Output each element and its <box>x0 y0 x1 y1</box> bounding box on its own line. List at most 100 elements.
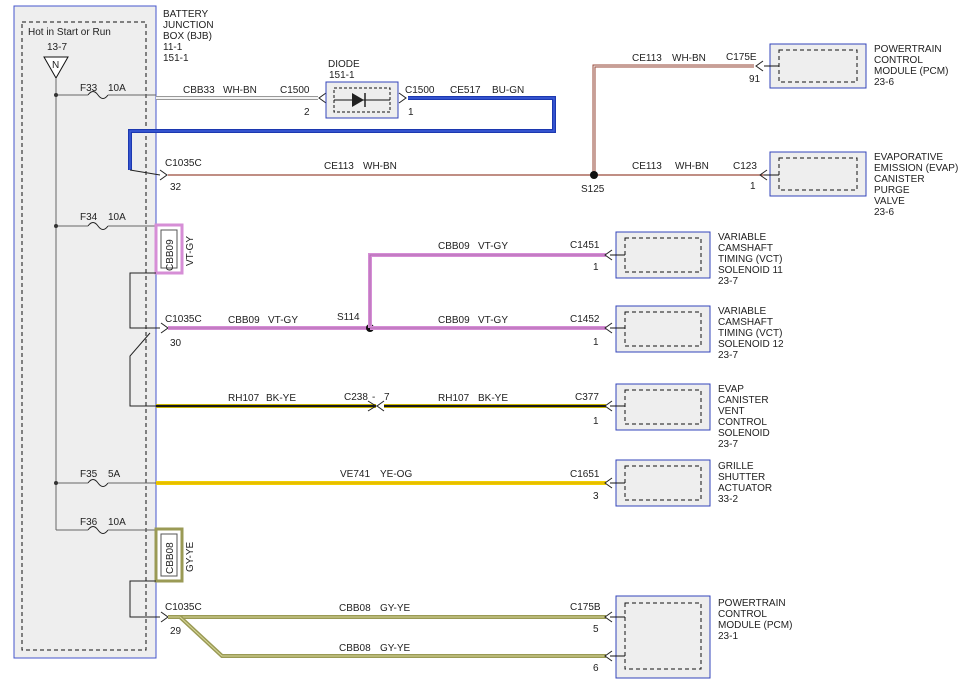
c1451-label: C1451 <box>570 240 600 251</box>
fuse-f33: F33 10A <box>80 83 156 99</box>
svg-text:F36: F36 <box>80 517 98 528</box>
c175e-pin: 91 <box>749 74 761 85</box>
connector-c1500-left-icon <box>318 92 327 104</box>
c1651-pin: 3 <box>593 491 599 502</box>
svg-text:EVAP: EVAP <box>718 384 744 395</box>
connector-c238-icon <box>367 400 385 412</box>
connector-c175b-pin6-icon <box>604 650 613 662</box>
svg-text:MODULE (PCM): MODULE (PCM) <box>718 620 792 631</box>
c175b-pin6: 6 <box>593 663 599 674</box>
c377-pin: 1 <box>593 416 599 427</box>
svg-text:10A: 10A <box>108 83 126 94</box>
fuse-f35: F35 5A <box>80 469 156 487</box>
svg-text:VARIABLE: VARIABLE <box>718 232 766 243</box>
svg-text:23-7: 23-7 <box>718 439 738 450</box>
fuse-f36: F36 10A <box>80 517 156 534</box>
wire-ce113-main: CE113 WH-BN <box>168 161 764 176</box>
wire-ce517: CE517 BU-GN <box>128 85 556 170</box>
svg-text:RH107: RH107 <box>438 393 470 404</box>
svg-text:TIMING (VCT): TIMING (VCT) <box>718 328 782 339</box>
svg-text:33-2: 33-2 <box>718 494 738 505</box>
svg-text:CE113: CE113 <box>632 53 662 64</box>
svg-text:VENT: VENT <box>718 406 745 417</box>
svg-text:CONTROL: CONTROL <box>718 417 767 428</box>
feed-triangle-icon <box>43 56 69 80</box>
c1500-left-pin: 2 <box>304 107 310 118</box>
svg-text:VALVE: VALVE <box>874 196 905 207</box>
c1452-label: C1452 <box>570 314 600 325</box>
svg-text:CAMSHAFT: CAMSHAFT <box>718 243 773 254</box>
ce113-evap-color: WH-BN <box>675 161 709 172</box>
svg-text:10A: 10A <box>108 212 126 223</box>
svg-text:WH-BN: WH-BN <box>672 53 706 64</box>
wire-ce113-pcm: CE113 WH-BN <box>592 53 754 175</box>
svg-text:SHUTTER: SHUTTER <box>718 472 765 483</box>
ce517-return-lead <box>129 169 161 176</box>
wire-cbb09-main: CBB09 VT-GY <box>168 315 370 330</box>
svg-text:YE-OG: YE-OG <box>380 469 412 480</box>
svg-text:F33: F33 <box>80 83 98 94</box>
svg-text:VE741: VE741 <box>340 469 370 480</box>
diode-symbol-icon <box>352 93 364 107</box>
svg-text:GRILLE: GRILLE <box>718 461 754 472</box>
bjb-feed-letter: N <box>52 60 59 71</box>
c1451-pin: 1 <box>593 262 599 273</box>
svg-text:BK-YE: BK-YE <box>478 393 508 404</box>
svg-text:SOLENOID 11: SOLENOID 11 <box>718 265 783 276</box>
bjb-hot-label: Hot in Start or Run <box>28 27 111 38</box>
svg-text:CBB08: CBB08 <box>339 643 371 654</box>
c377-label: C377 <box>575 392 599 403</box>
splice-s125-label: S125 <box>581 184 605 195</box>
wire-cbb08-b: CBB08 GY-YE <box>178 615 606 658</box>
ce113-evap-circuit: CE113 <box>632 161 662 172</box>
svg-text:VT-GY: VT-GY <box>268 315 298 326</box>
connector-c1451-icon <box>604 249 613 261</box>
svg-text:PURGE: PURGE <box>874 185 910 196</box>
connector-c1035c-a-icon <box>159 169 168 181</box>
svg-text:CBB09: CBB09 <box>165 239 176 271</box>
svg-text:VT-GY: VT-GY <box>478 315 508 326</box>
svg-text:151-1: 151-1 <box>163 53 189 64</box>
svg-text:BU-GN: BU-GN <box>492 85 524 96</box>
svg-text:151-1: 151-1 <box>329 70 355 81</box>
svg-text:F34: F34 <box>80 212 98 223</box>
diode-component: DIODE 151-1 <box>325 59 399 119</box>
svg-text:BOX (BJB): BOX (BJB) <box>163 31 212 42</box>
c123-label: C123 <box>733 161 757 172</box>
c1035c-b-label: C1035C <box>165 314 202 325</box>
svg-text:WH-BN: WH-BN <box>223 85 257 96</box>
svg-text:SOLENOID: SOLENOID <box>718 428 770 439</box>
component-pcm-top: POWERTRAIN CONTROL MODULE (PCM) 23-6 <box>764 43 948 89</box>
svg-text:7: 7 <box>384 392 390 403</box>
component-vct-solenoid-12: VARIABLE CAMSHAFT TIMING (VCT) SOLENOID … <box>610 305 784 361</box>
splice-s114-label: S114 <box>337 312 360 323</box>
connector-c175e-icon <box>755 60 764 72</box>
svg-text:MODULE (PCM): MODULE (PCM) <box>874 66 948 77</box>
svg-text:POWERTRAIN: POWERTRAIN <box>874 44 942 55</box>
bjb-feed-ref: 13-7 <box>47 42 67 53</box>
svg-text:BATTERY: BATTERY <box>163 9 209 20</box>
connector-c1452-icon <box>604 322 613 334</box>
c1500-right-label: C1500 <box>405 85 435 96</box>
wire-cbb33: CBB33 WH-BN <box>156 85 318 100</box>
svg-text:RH107: RH107 <box>228 393 260 404</box>
battery-junction-box: Hot in Start or Run 13-7 N BATTERY JUNCT… <box>13 5 214 659</box>
svg-text:GY-YE: GY-YE <box>380 603 411 614</box>
c175b-label: C175B <box>570 602 601 613</box>
connector-c238: C238 - 7 <box>344 392 390 412</box>
rh107-internal-lead <box>129 332 156 407</box>
svg-text:CAMSHAFT: CAMSHAFT <box>718 317 773 328</box>
component-grille-shutter-actuator: GRILLE SHUTTER ACTUATOR 33-2 <box>610 459 772 507</box>
svg-text:23-6: 23-6 <box>874 77 894 88</box>
svg-text:11-1: 11-1 <box>163 42 183 53</box>
svg-text:JUNCTION: JUNCTION <box>163 20 214 31</box>
svg-text:F35: F35 <box>80 469 98 480</box>
svg-text:23-7: 23-7 <box>718 276 738 287</box>
fuse-f34: F34 10A <box>80 212 156 230</box>
connector-c1035c-c-icon <box>160 611 169 623</box>
svg-text:C238: C238 <box>344 392 368 403</box>
svg-text:POWERTRAIN: POWERTRAIN <box>718 598 786 609</box>
svg-text:CANISTER: CANISTER <box>718 395 769 406</box>
wire-ve741: VE741 YE-OG <box>156 469 606 485</box>
